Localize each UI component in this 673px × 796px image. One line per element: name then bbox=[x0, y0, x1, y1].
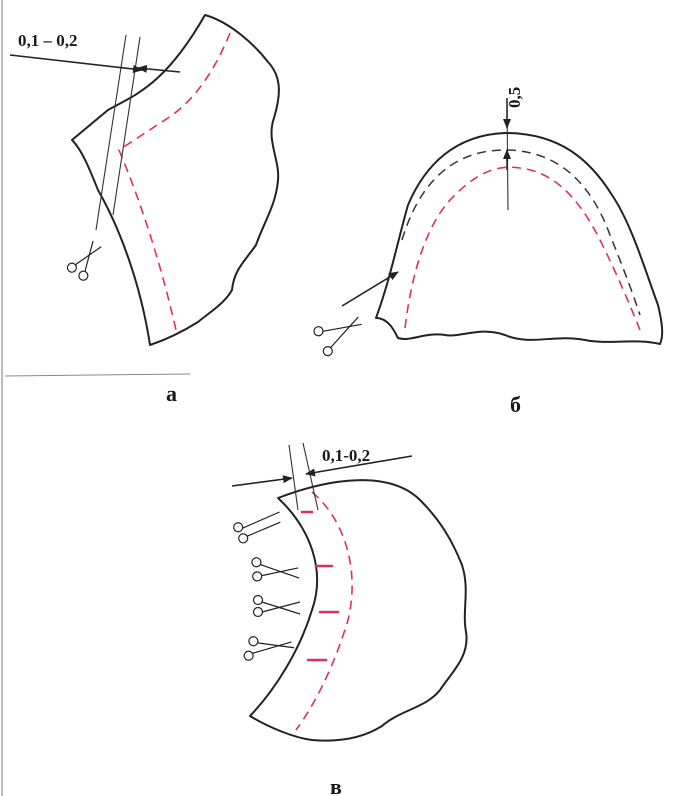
panel-a-piece-outline bbox=[71, 14, 280, 346]
panel-a-guide-line-1 bbox=[95, 34, 127, 231]
panel-c-piece-outline bbox=[249, 479, 468, 742]
panel-c-guide-line-2 bbox=[302, 442, 319, 511]
panel-b-dimension: 0,5 bbox=[505, 87, 524, 108]
panel-a-seam-line bbox=[118, 32, 231, 331]
panel-a-arrow-left bbox=[9, 54, 143, 73]
panel-c-guide-line-1 bbox=[288, 444, 299, 511]
scissors-icon bbox=[243, 636, 295, 661]
panel-b-label: б bbox=[510, 392, 521, 417]
panel-c-dimension: 0,1-0,2 bbox=[322, 446, 370, 465]
scissors-icon bbox=[252, 594, 301, 618]
panel-b-arrow bbox=[341, 271, 399, 307]
panel-b-piece-outline bbox=[375, 132, 664, 345]
scissors-icon bbox=[66, 240, 102, 281]
scissors-icon bbox=[313, 316, 362, 357]
panel-c-seam-line bbox=[295, 491, 353, 731]
panel-a-baseline bbox=[4, 373, 191, 377]
panel-a-dimension: 0,1 – 0,2 bbox=[18, 31, 78, 50]
scissors-icon bbox=[251, 557, 300, 582]
panel-b-inner-seam bbox=[404, 166, 641, 331]
panel-a-arrow-right bbox=[137, 64, 181, 73]
scissors-icon bbox=[233, 511, 281, 544]
panel-c-label: в bbox=[330, 774, 342, 796]
panel-a-label: а bbox=[166, 381, 177, 406]
panel-b: 0,5 б bbox=[313, 87, 664, 417]
panel-c: 0,1-0,2 в bbox=[231, 442, 468, 796]
panel-a: 0,1 – 0,2 а bbox=[4, 14, 280, 406]
panel-c-arrow-left bbox=[231, 475, 293, 487]
panel-c-arrow-right bbox=[305, 455, 413, 477]
panel-a-guide-line-2 bbox=[112, 36, 141, 216]
panel-b-outer-seam bbox=[401, 149, 641, 316]
